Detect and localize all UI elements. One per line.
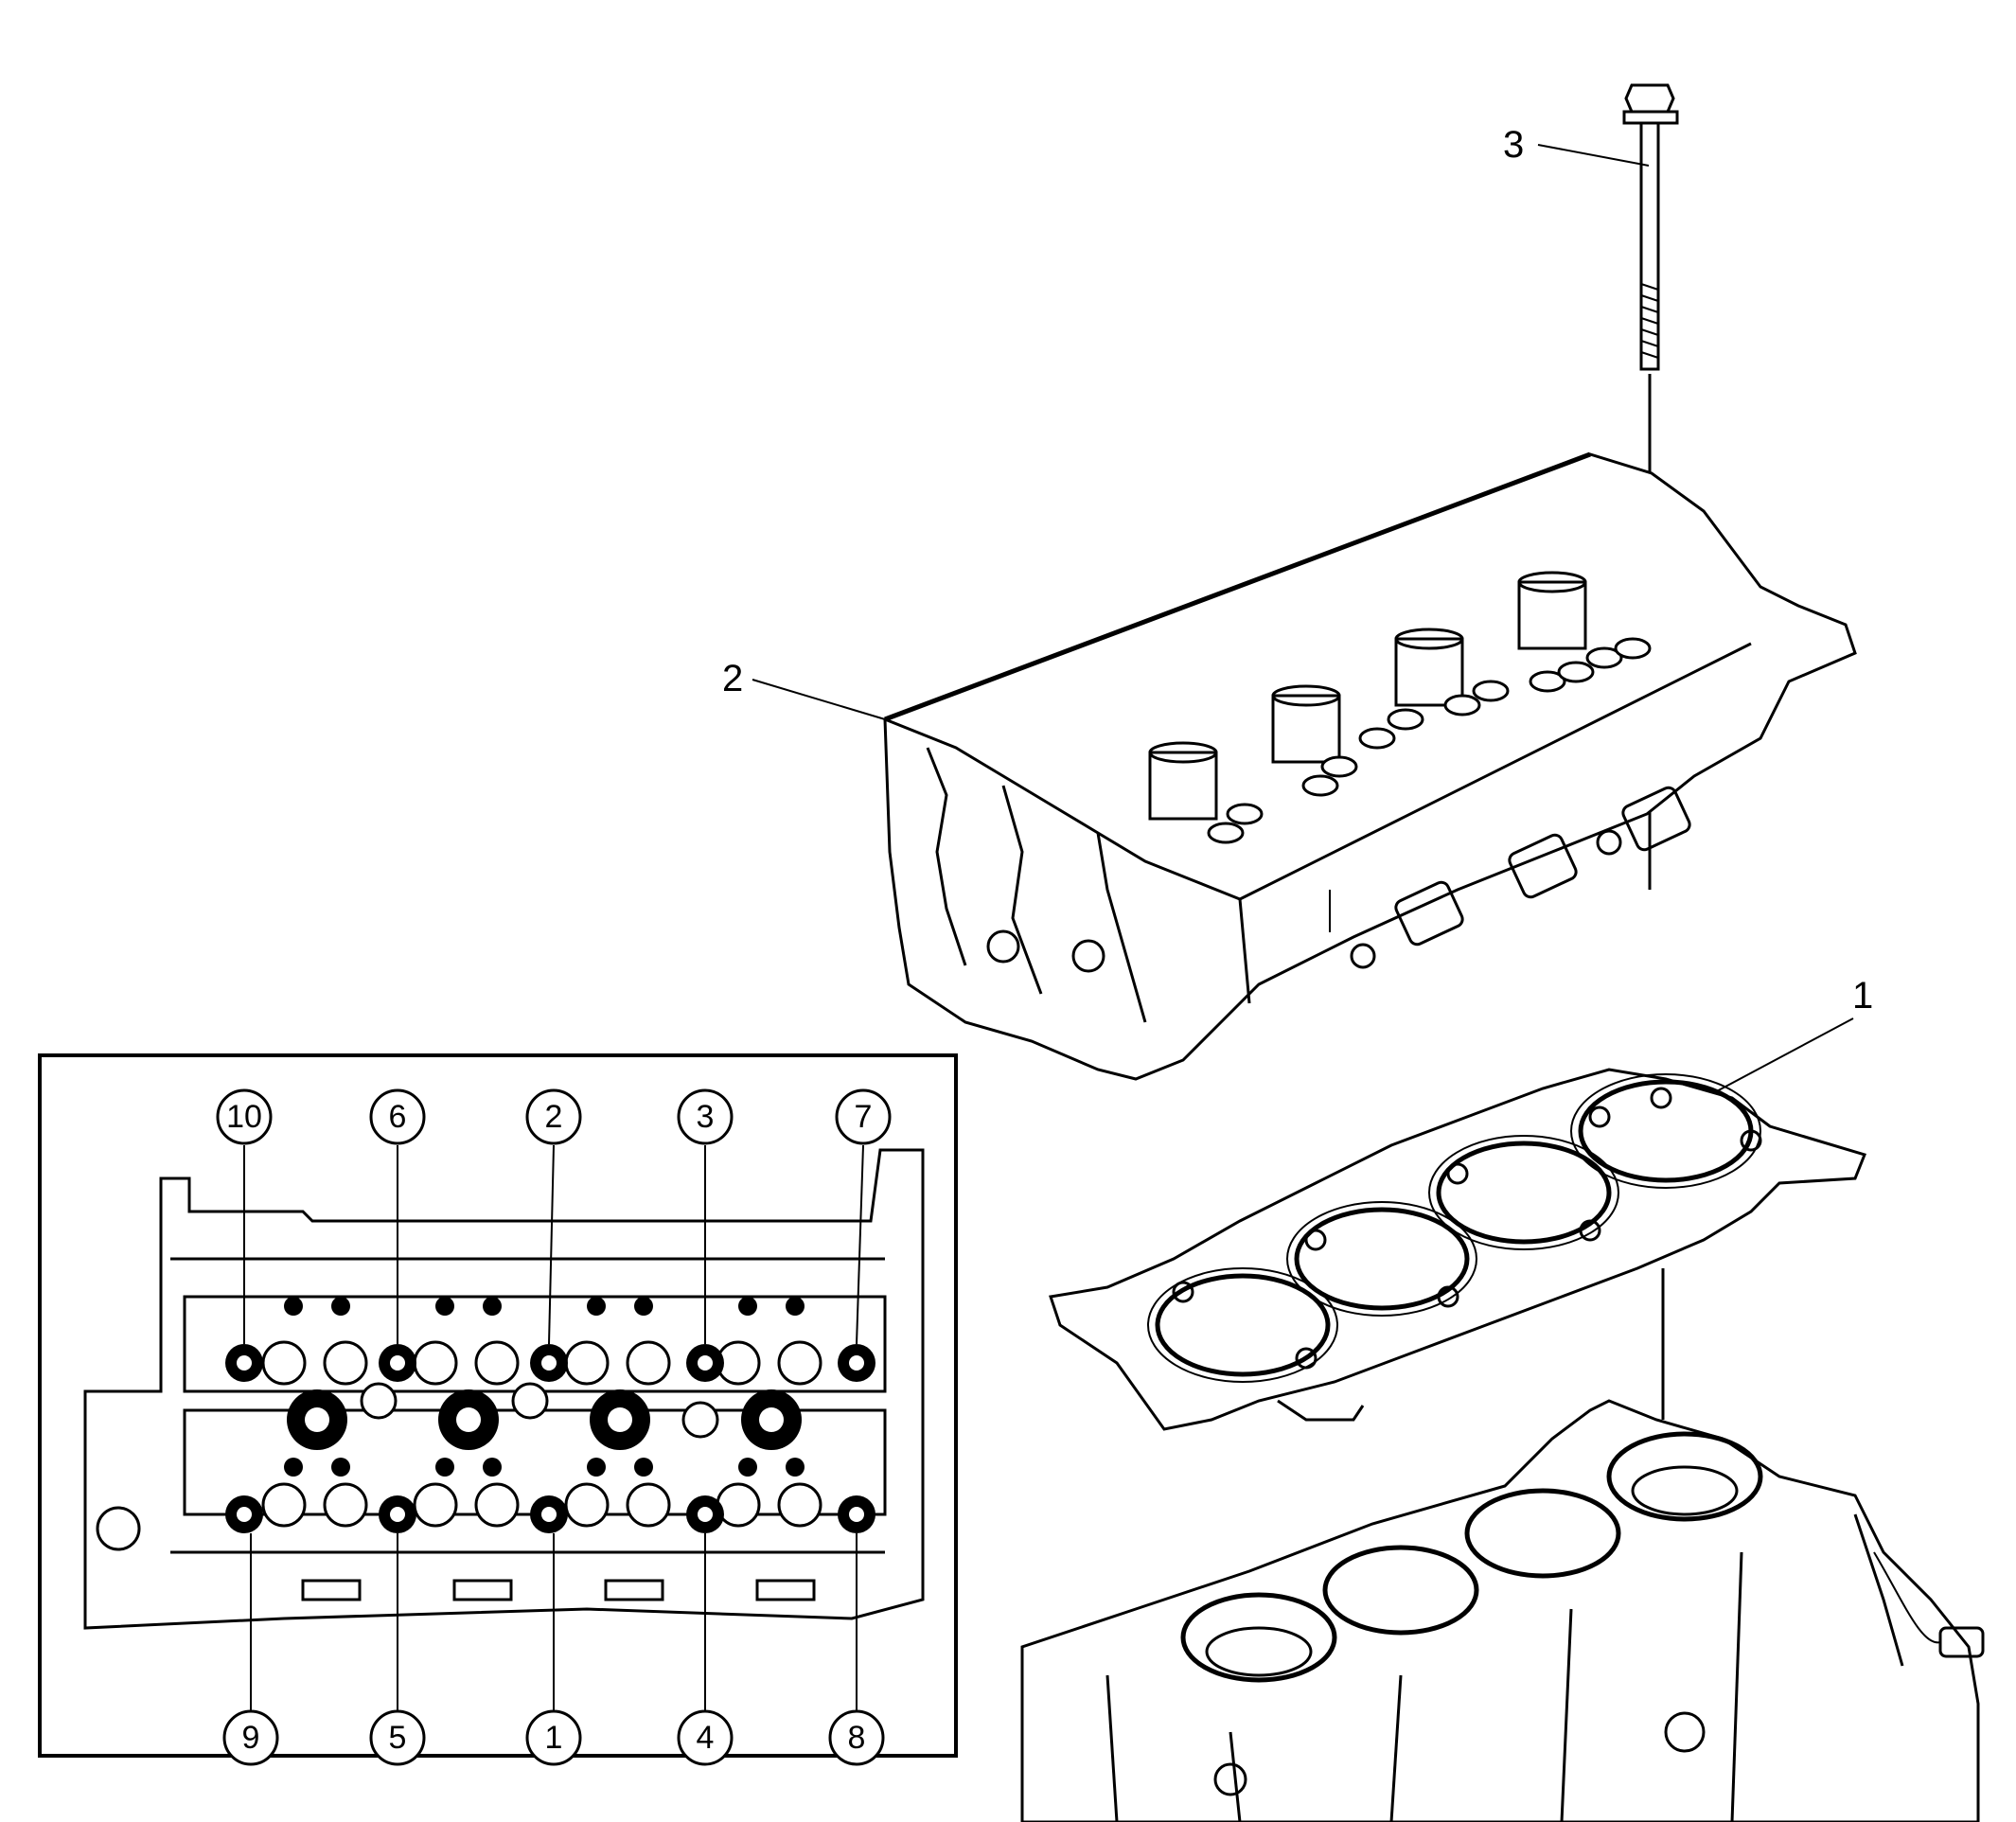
callout-head-bolt: 3 xyxy=(1503,124,1650,167)
sequence-number: 2 xyxy=(525,1088,582,1145)
sequence-number: 5 xyxy=(369,1709,426,1766)
sequence-leaders xyxy=(243,1144,864,1711)
svg-text:10: 10 xyxy=(226,1099,262,1135)
svg-text:4: 4 xyxy=(697,1720,715,1756)
svg-text:1: 1 xyxy=(545,1720,563,1756)
callout-label-2: 2 xyxy=(722,658,743,699)
sequence-number: 10 xyxy=(216,1088,273,1145)
svg-text:8: 8 xyxy=(848,1720,866,1756)
svg-text:9: 9 xyxy=(242,1720,260,1756)
inset-head-top-view xyxy=(83,1148,925,1630)
svg-text:3: 3 xyxy=(697,1099,715,1135)
head-gasket xyxy=(1049,1068,1867,1431)
callout-cylinder-head: 2 xyxy=(722,658,886,720)
sequence-number: 4 xyxy=(677,1709,734,1766)
sequence-number: 7 xyxy=(835,1088,892,1145)
callout-label-1: 1 xyxy=(1852,975,1873,1017)
bolt-sequence-inset: 10 6 2 3 7 9 xyxy=(38,1053,958,1766)
sequence-number: 1 xyxy=(525,1709,582,1766)
sequence-number: 8 xyxy=(828,1709,885,1766)
svg-text:2: 2 xyxy=(545,1099,563,1135)
callout-label-3: 3 xyxy=(1503,124,1524,166)
cylinder-head xyxy=(883,451,1857,1081)
sequence-top-row: 10 6 2 3 7 xyxy=(216,1088,892,1145)
callout-head-gasket: 1 xyxy=(1712,975,1873,1094)
sequence-number: 3 xyxy=(677,1088,734,1145)
cylinder-block xyxy=(1020,1399,1985,1822)
sequence-number: 9 xyxy=(222,1709,279,1766)
sequence-number: 6 xyxy=(369,1088,426,1145)
svg-text:6: 6 xyxy=(389,1099,407,1135)
svg-text:7: 7 xyxy=(855,1099,873,1135)
sequence-bottom-row: 9 5 1 4 8 xyxy=(222,1709,885,1766)
svg-text:5: 5 xyxy=(389,1720,407,1756)
